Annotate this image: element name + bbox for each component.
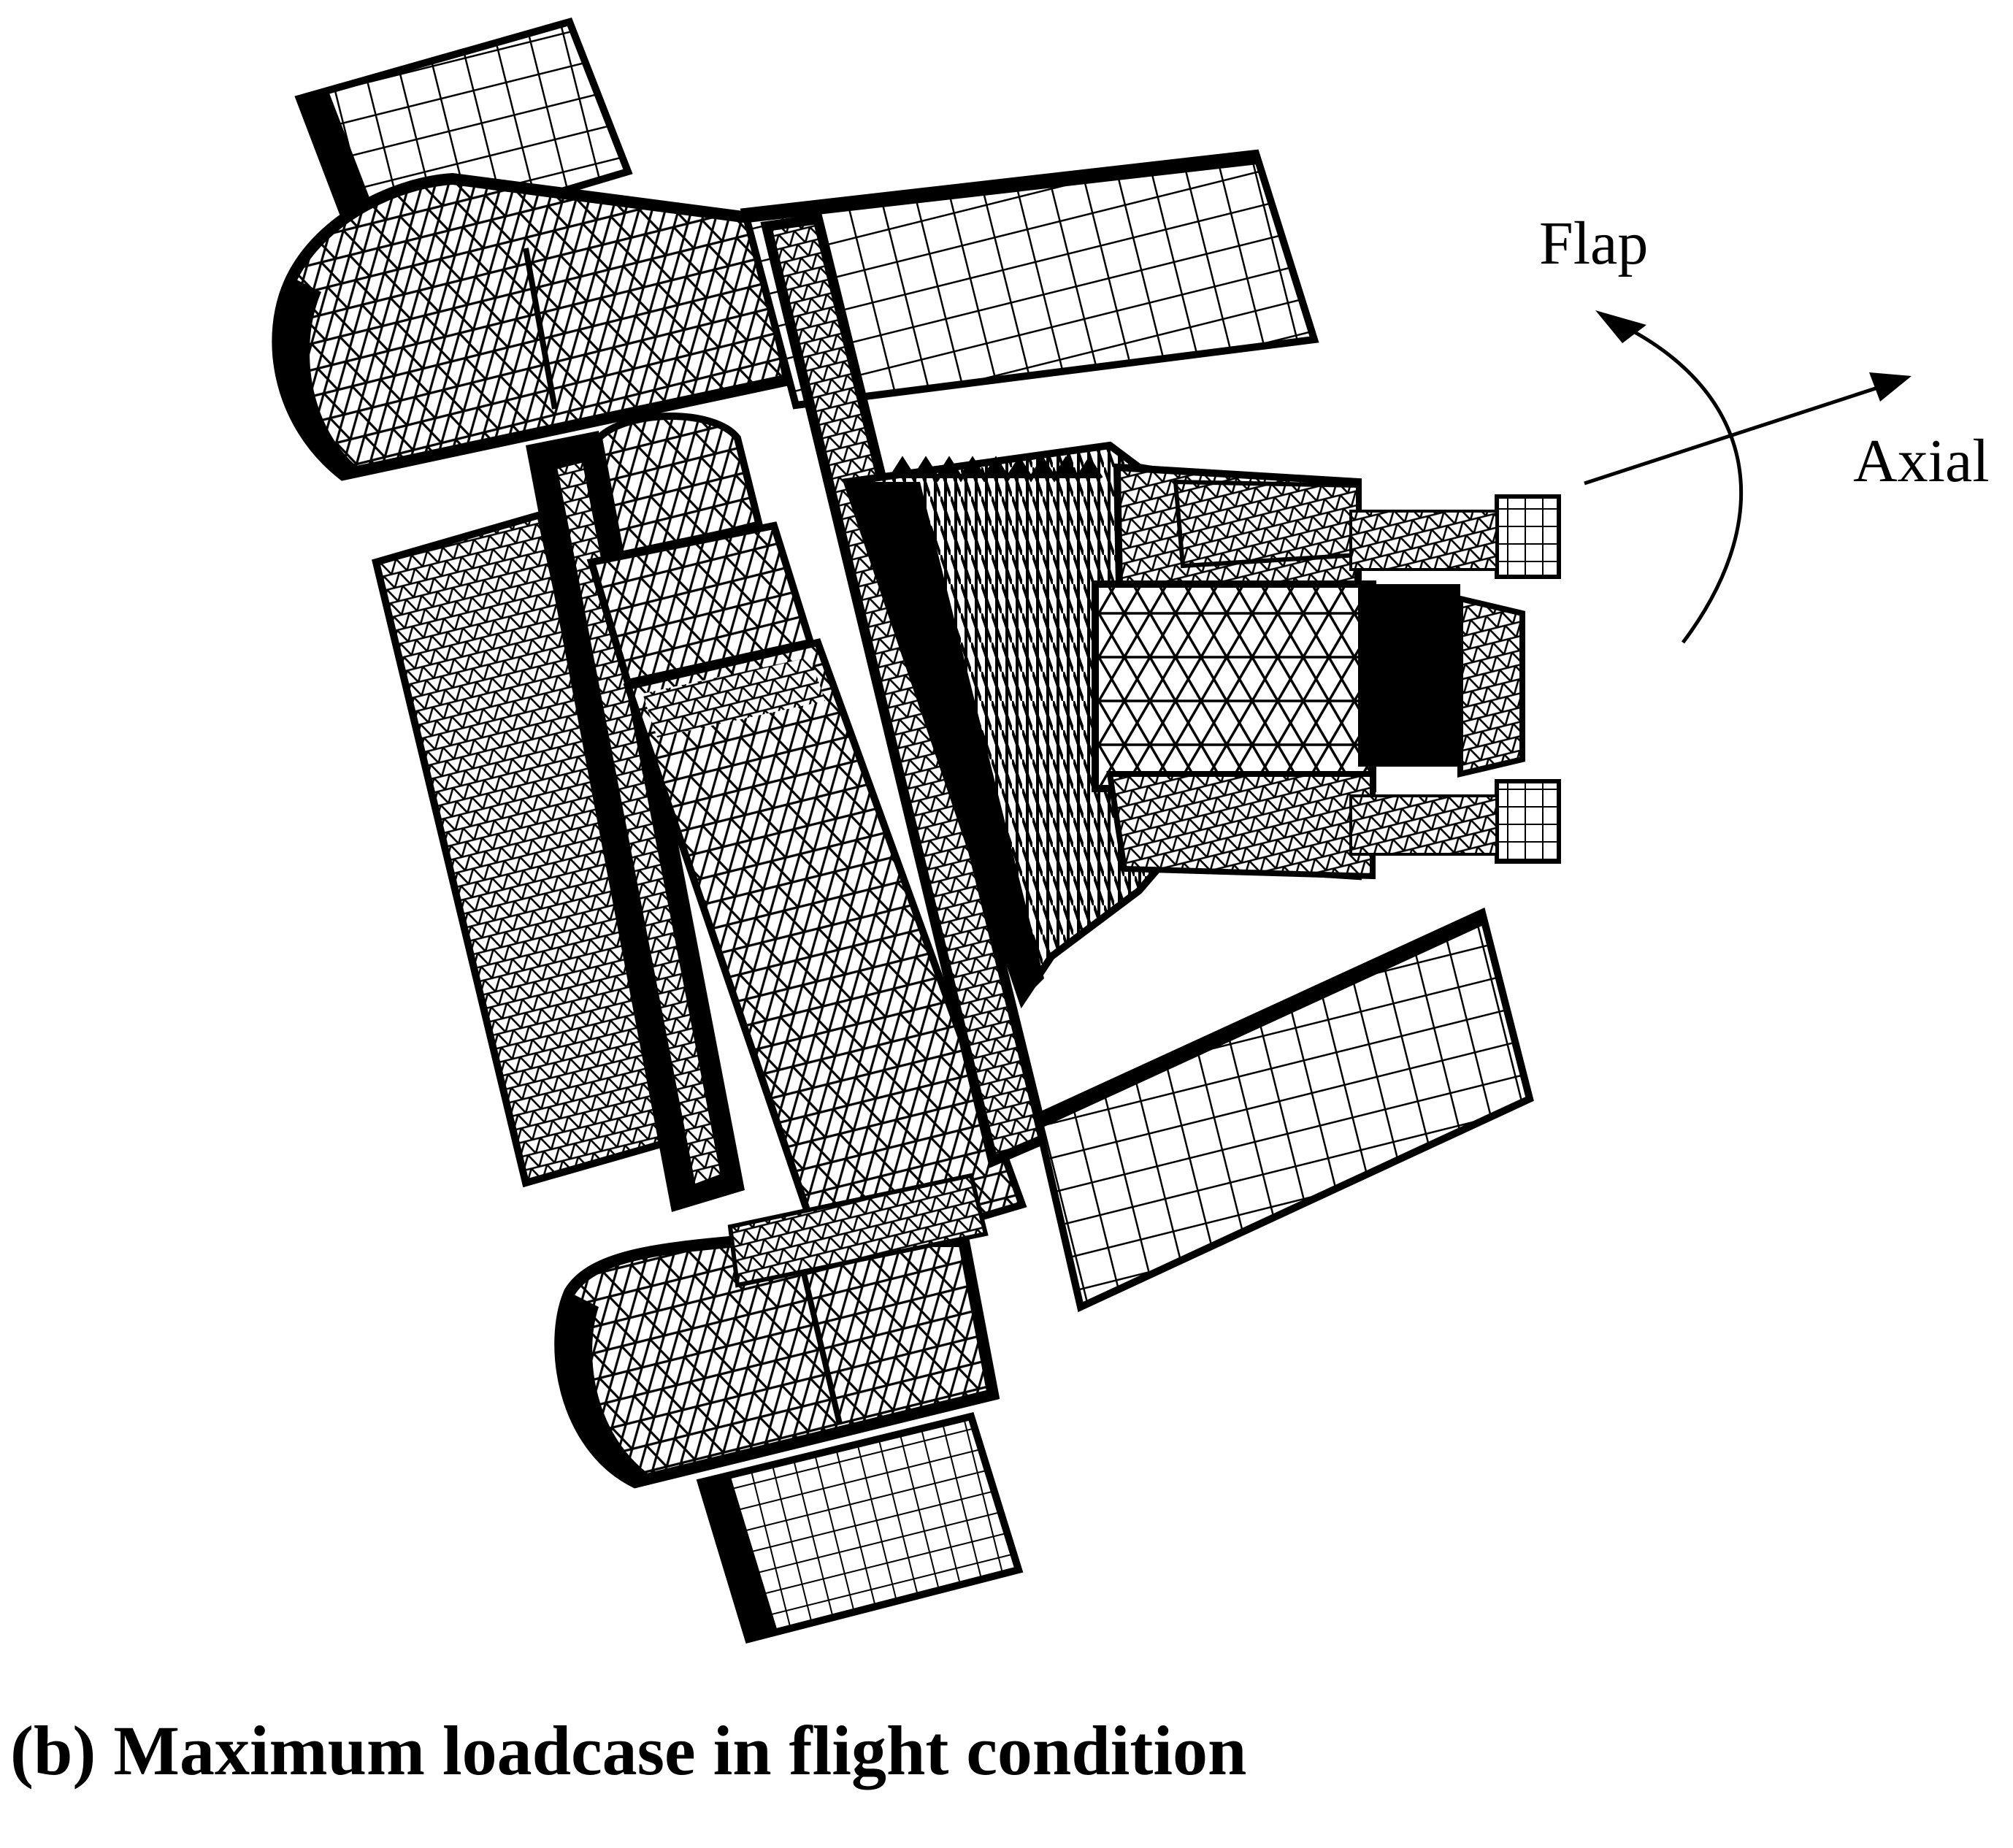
lower-bolt-head [554, 1173, 1000, 1489]
figure-caption: (b) Maximum loadcase in flight condition [10, 1711, 1247, 1790]
top-bolt-head [272, 172, 796, 481]
axial-arrowhead [1869, 372, 1912, 402]
flap-arrowhead [1595, 310, 1646, 343]
axial-label: Axial [1853, 427, 1990, 495]
bottom-strap-stub [696, 1412, 1024, 1644]
lower-arm [1032, 907, 1534, 1313]
hub-housing [1092, 463, 1561, 881]
flap-arrow [1595, 310, 1744, 644]
main-body [623, 638, 1027, 1268]
flap-label: Flap [1539, 210, 1649, 277]
axial-arrow [1584, 372, 1912, 486]
upper-arm [740, 149, 1319, 410]
central-shaft [526, 431, 745, 1212]
